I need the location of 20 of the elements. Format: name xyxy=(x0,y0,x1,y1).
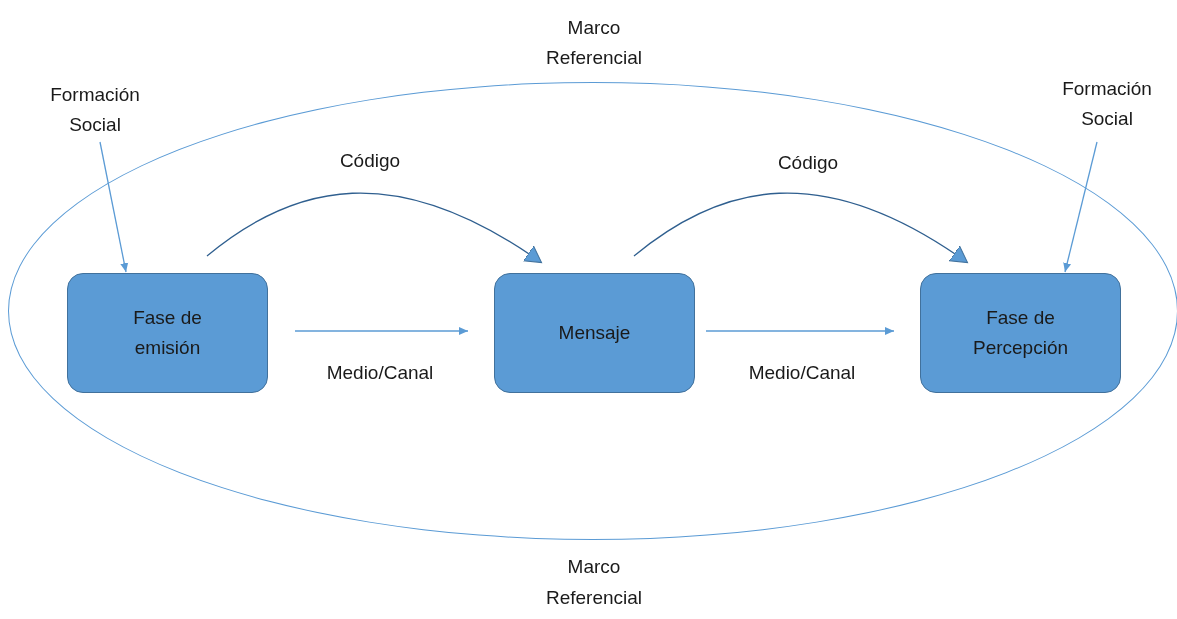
arrow xyxy=(1063,141,1098,273)
process-box xyxy=(67,273,268,393)
edge-label: Medio/Canal xyxy=(326,362,434,384)
frame-label: Marco Referencial xyxy=(544,555,644,610)
arrow xyxy=(99,141,129,273)
node-text: Fase de emisión xyxy=(132,305,203,360)
edge-label: Medio/Canal xyxy=(748,362,856,384)
context-label: Formación Social xyxy=(1042,74,1172,136)
arrow xyxy=(633,192,969,263)
process-box xyxy=(494,273,695,393)
frame-label: Marco Referencial xyxy=(544,16,644,71)
node-text: Mensaje xyxy=(558,320,631,345)
edge-label: Código xyxy=(777,152,839,174)
edge-label: Código xyxy=(339,150,401,172)
process-box xyxy=(920,273,1121,393)
node-text: Fase de Percepción xyxy=(971,305,1070,360)
arrow xyxy=(705,327,895,335)
arrow xyxy=(294,327,469,335)
context-label: Formación Social xyxy=(30,80,160,142)
arrow xyxy=(206,192,543,263)
